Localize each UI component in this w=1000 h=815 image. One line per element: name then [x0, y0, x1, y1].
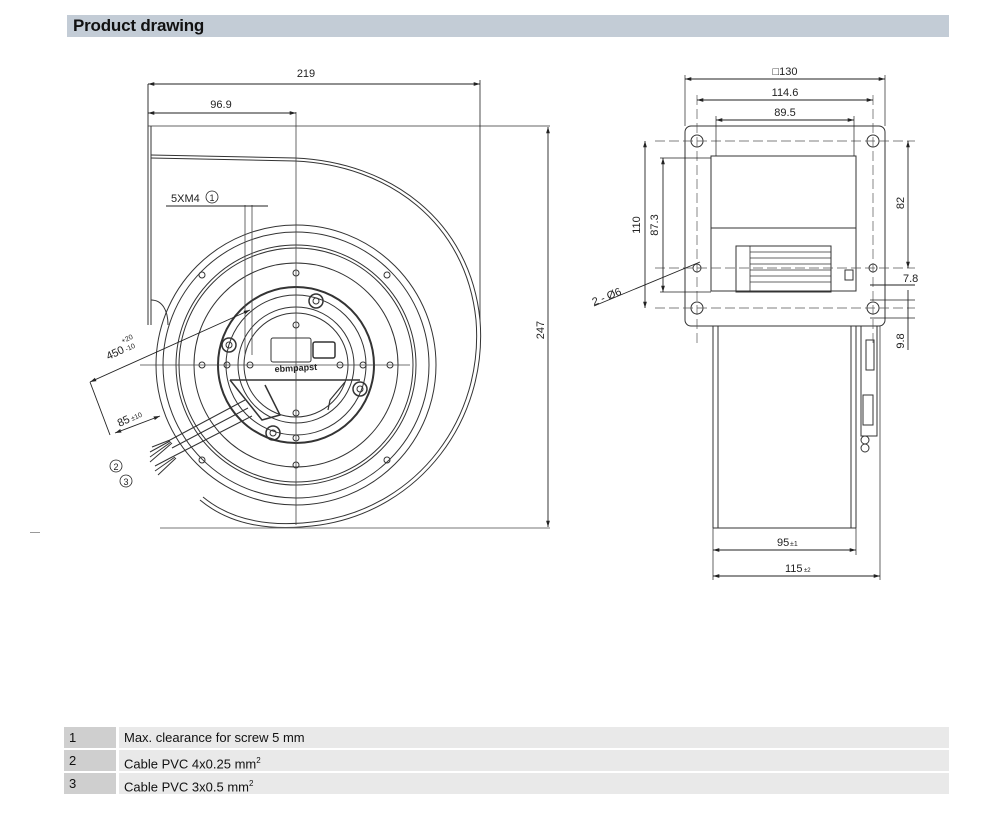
- note-row: 3 Cable PVC 3x0.5 mm2: [64, 773, 949, 794]
- side-view: [655, 95, 915, 529]
- dim-110: 110: [631, 216, 643, 234]
- section-title: Product drawing: [73, 16, 205, 35]
- note-text-value: Max. clearance for screw 5 mm: [124, 730, 305, 745]
- callout-circle-2: [109, 459, 123, 473]
- screw-label: 5XM4: [171, 193, 200, 205]
- side-dimension-labels: □130 114.6 89.5 110 87.3 82 7.8 9.8 2 - …: [590, 66, 918, 575]
- note-superscript: 2: [256, 756, 261, 765]
- dim-130: □130: [773, 66, 798, 78]
- front-view: [140, 84, 550, 529]
- dim-9-8: 9.8: [895, 333, 907, 348]
- side-dimensions: [593, 75, 915, 580]
- note-text-value: Cable PVC 3x0.5 mm: [124, 779, 249, 795]
- dim-85: 85: [116, 414, 132, 430]
- stray-mark: [30, 532, 40, 533]
- dim-87-3: 87.3: [649, 214, 661, 235]
- brand-logo: ebmpapst: [274, 362, 317, 374]
- housing-outline: [147, 84, 550, 529]
- front-dimensions: [89, 80, 550, 527]
- dim-450-tol-plus: +20: [121, 334, 135, 345]
- note-number: 1: [64, 727, 116, 748]
- note-number: 3: [64, 773, 116, 794]
- product-drawing: 219 96.9 247 5XM4 1 450 +20 -10 85 ±10 2…: [89, 66, 918, 580]
- callout-circle-1: [205, 190, 219, 204]
- flange-plate: [684, 125, 886, 327]
- dim-219: 219: [297, 68, 315, 80]
- motor: [735, 245, 832, 293]
- section-header: Product drawing: [67, 15, 949, 37]
- dim-115: 115: [785, 563, 803, 575]
- dim-450-tol-minus: -10: [124, 343, 136, 354]
- note-text: Cable PVC 4x0.25 mm2: [119, 750, 949, 771]
- dim-85-tol: ±10: [130, 412, 144, 423]
- dim-95: 95: [777, 537, 789, 549]
- dim-115-tol: ±2: [804, 568, 811, 574]
- notes-table: 1 Max. clearance for screw 5 mm 2 Cable …: [64, 727, 949, 796]
- note-number: 2: [64, 750, 116, 771]
- note-text-value: Cable PVC 4x0.25 mm: [124, 756, 257, 772]
- callout-2: 2: [113, 462, 118, 472]
- dim-247: 247: [535, 321, 547, 339]
- note-text: Max. clearance for screw 5 mm: [119, 727, 949, 748]
- callout-circle-3: [119, 474, 133, 488]
- scroll-body: [712, 325, 878, 529]
- callout-3: 3: [123, 477, 128, 487]
- dim-114-6: 114.6: [772, 87, 799, 99]
- note-row: 1 Max. clearance for screw 5 mm: [64, 727, 949, 748]
- callout-1: 1: [209, 193, 214, 203]
- motor-housing: [710, 155, 857, 292]
- dim-95-tol: ±1: [790, 541, 798, 548]
- dim-7-8: 7.8: [903, 273, 918, 285]
- cables: [149, 399, 253, 476]
- dim-89-5: 89.5: [774, 107, 795, 119]
- dim-82: 82: [895, 197, 907, 209]
- note-row: 2 Cable PVC 4x0.25 mm2: [64, 750, 949, 771]
- holes-label: 2 - Ø6: [590, 286, 623, 309]
- note-text: Cable PVC 3x0.5 mm2: [119, 773, 949, 794]
- dim-450: 450: [105, 344, 127, 363]
- note-superscript: 2: [249, 779, 254, 788]
- dim-96-9: 96.9: [210, 99, 231, 111]
